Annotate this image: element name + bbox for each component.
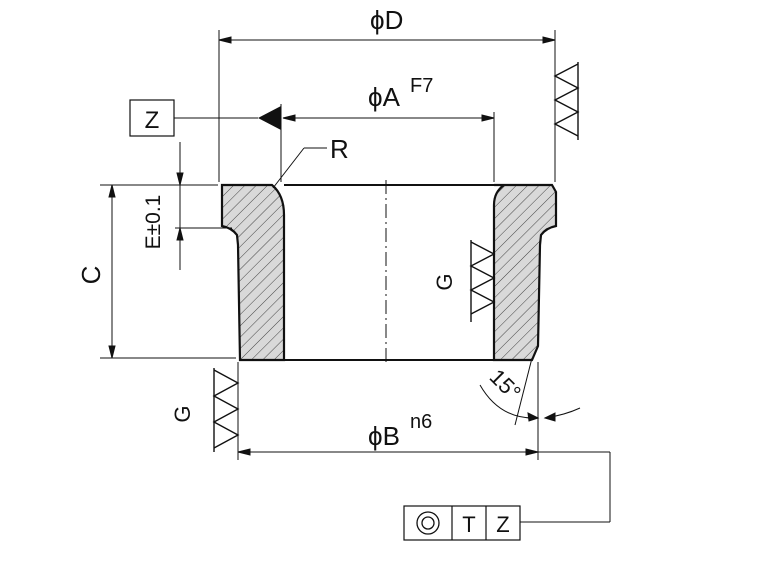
left-wall-section — [220, 183, 286, 362]
dimension-C-lines — [100, 184, 236, 359]
dimension-A-lines — [174, 104, 495, 182]
dimension-A-tolerance: F7 — [410, 75, 433, 97]
dimension-B-label: ϕB — [368, 421, 400, 451]
angle-label: 15° — [485, 364, 526, 405]
feature-control-frame: T Z — [403, 505, 521, 541]
right-wall-section — [492, 183, 558, 362]
bushing-section — [220, 183, 558, 362]
dimension-B-tolerance: n6 — [410, 411, 432, 433]
dimension-D-lines — [218, 30, 556, 182]
dimension-C-label: C — [76, 266, 106, 285]
fcf-tolerance-cell: T — [462, 512, 475, 537]
dimension-A-label: ϕA — [368, 82, 401, 112]
radius-R-label: R — [330, 134, 349, 164]
dimension-E-lines — [175, 142, 232, 270]
angle-lines — [479, 357, 581, 426]
grinding-G-left: G — [170, 405, 195, 422]
surface-finish-right-icon — [469, 240, 496, 322]
fcf-datum-cell: Z — [496, 512, 509, 537]
bore-edges — [284, 184, 494, 361]
dimension-B-lines — [237, 362, 611, 523]
dimension-D-label: ϕD — [370, 5, 403, 35]
surface-finish-left-icon — [212, 368, 240, 452]
radius-leader — [272, 147, 327, 189]
grinding-G-right: G — [432, 273, 457, 290]
surface-finish-top-icon — [553, 62, 580, 140]
dimension-E-label: E±0.1 — [142, 195, 165, 250]
datum-Z-label: Z — [145, 107, 160, 134]
datum-triangle-icon — [258, 106, 281, 130]
datum-Z-box: Z — [129, 99, 175, 137]
concentricity-icon — [416, 511, 440, 535]
